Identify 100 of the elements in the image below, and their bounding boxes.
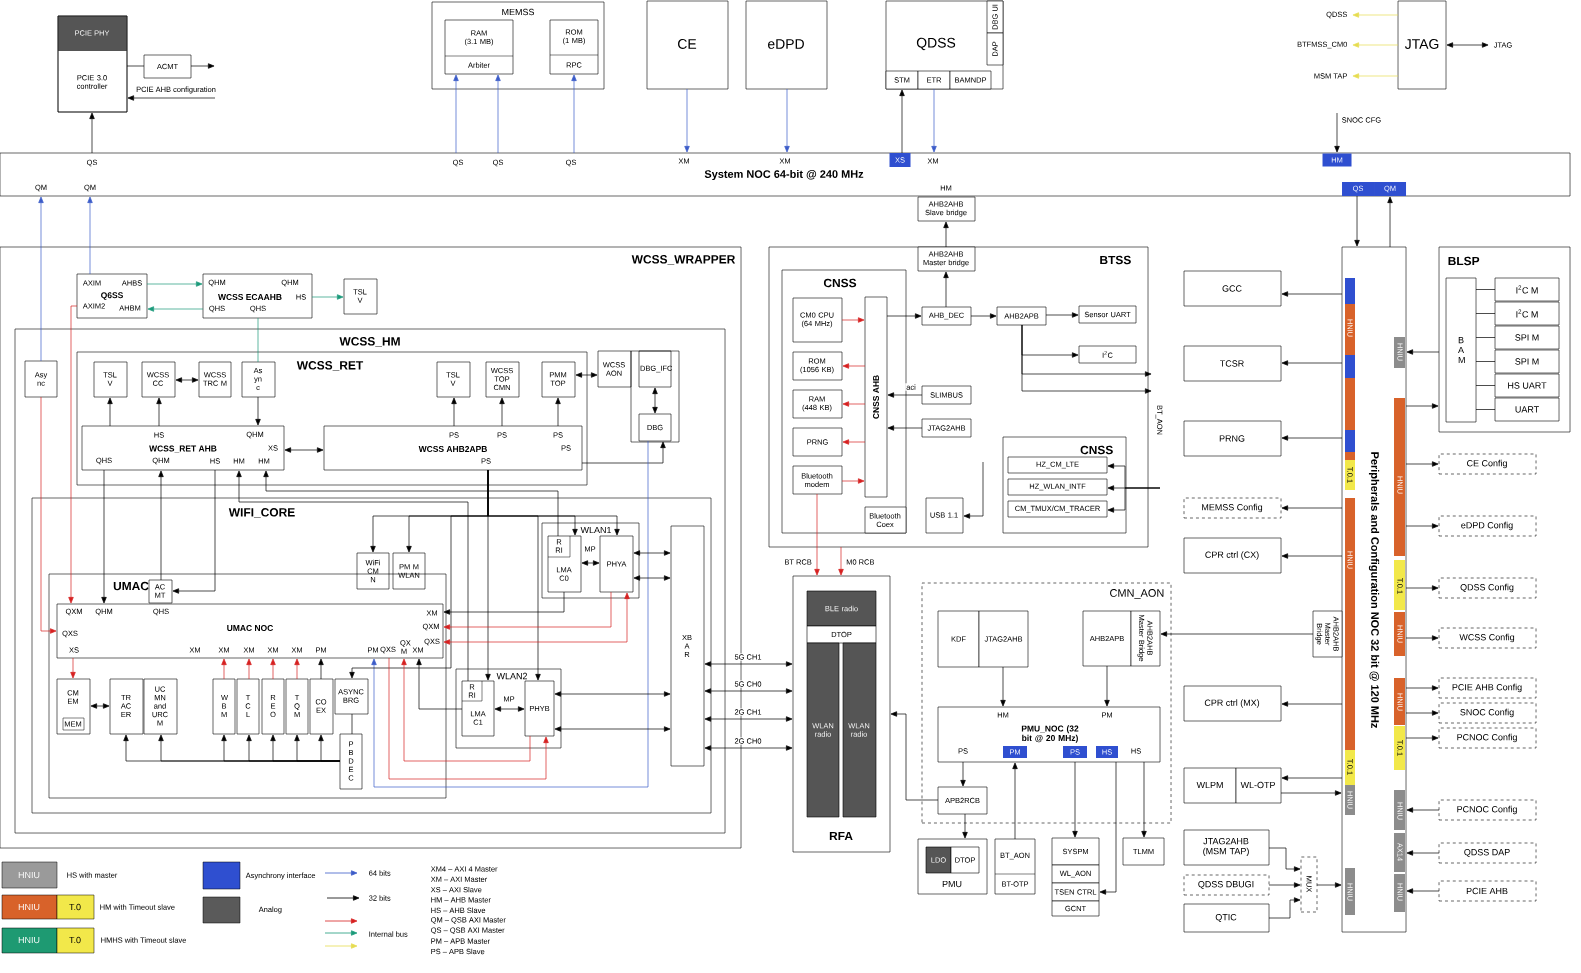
arrow [236,470,469,682]
bus-bar: CNSS AHB [864,296,888,498]
block-box: CPR ctrl (CX) [1183,537,1282,574]
arrow [571,74,577,154]
connector-line [1475,337,1496,338]
arrow [890,711,939,801]
config-box: PCIE AHB [1438,880,1537,902]
arrow [1099,761,1117,895]
arrow [70,657,76,679]
block-box: CE [646,0,729,90]
arrow [175,377,199,383]
arrow [842,439,866,445]
arrow [1000,666,1006,707]
arrow [704,688,793,694]
arrow [90,703,110,709]
arrow [127,95,216,101]
arrow [704,716,793,722]
connector-line [1475,409,1496,410]
arrow [1405,523,1439,529]
arrow [318,734,341,762]
arrow [1072,761,1078,838]
arrow [1352,12,1399,18]
arrow [704,661,793,667]
arrow [1268,847,1301,872]
arrow [1334,112,1340,153]
connector-line [257,317,259,363]
arrow [1406,349,1440,355]
arrow [146,281,203,287]
block-box: WLPM [1183,767,1237,804]
arrow [147,306,204,312]
arrow [263,470,559,537]
arrow [887,392,923,398]
arrow [652,387,658,414]
arrow [1387,196,1393,248]
arrow [1281,435,1343,441]
config-box: QDSS DBUGI [1183,874,1270,896]
arrow [704,745,793,751]
arrow [963,461,984,519]
arrow [1405,461,1439,467]
arrow [555,397,561,427]
config-box: PCIE AHB Config [1438,677,1537,699]
config-box: CE Config [1438,453,1537,475]
swatch-label: T.0 [69,903,81,911]
block-box: UART [1494,397,1560,422]
arrow [158,470,164,581]
arrow [294,658,300,680]
arrow [1354,195,1360,247]
arrow [68,305,78,604]
block-box: PRNG [1183,420,1282,457]
swatch-label: HNIU [18,903,40,911]
arrow [943,271,949,308]
arrow [284,447,324,453]
arrow [842,401,866,407]
arrow [841,317,865,323]
arrow [101,469,107,604]
arrow [255,396,261,426]
block-box: HS UART [1494,373,1560,398]
arrow [40,396,57,634]
arrow [842,363,866,369]
block-box: JTAG2AHB (MSM TAP) [1183,829,1270,866]
arrow [581,441,666,464]
arrow [1280,790,1342,796]
arrow [1104,665,1110,707]
config-box: SNOC Config [1438,702,1537,724]
arrow [1316,882,1342,888]
arrow [1012,762,1018,840]
config-box: QDSS Config [1438,577,1537,599]
arrow [371,440,649,788]
arrow [1021,324,1152,394]
arrow [156,397,162,427]
arrow [38,196,44,362]
arrow [1268,882,1301,888]
arrow [221,658,227,680]
arrow [633,550,671,556]
block-box: QTIC [1183,903,1270,933]
arrow [1406,850,1440,856]
swatch-label: HNIU [18,871,40,879]
arrow [1405,635,1439,641]
arrow [1107,487,1161,513]
arrow [581,560,600,566]
arrow [270,658,276,680]
block-box: eDPD [745,0,828,90]
arrow [554,691,671,697]
arrow [886,313,922,319]
arrow [495,74,501,154]
arrow [1160,631,1314,637]
arrow [172,469,216,594]
connector-line [351,713,353,735]
arrow [943,221,949,248]
arrow [1045,312,1079,318]
block-box: SPI M [1494,349,1560,374]
arrow [1446,42,1489,48]
arrow [451,397,457,427]
config-box: PCNOC Config [1438,799,1537,821]
arrow [838,546,844,576]
arrow [814,493,820,576]
arrow [899,89,905,154]
arrow [499,397,505,427]
arrow [190,63,215,69]
arrow [1405,710,1439,716]
